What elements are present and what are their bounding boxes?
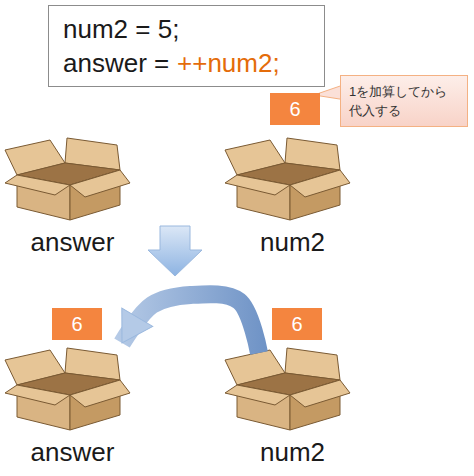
variable-name: num2 xyxy=(225,227,360,257)
variable-box: answer xyxy=(5,135,140,257)
value-text: 6 xyxy=(270,93,320,125)
value-badge: 6 xyxy=(52,308,102,340)
cardboard-box xyxy=(225,348,350,430)
code-box: num2 = 5; answer = ++num2; xyxy=(48,5,325,87)
cardboard-box xyxy=(5,348,130,430)
variable-name: num2 xyxy=(225,437,360,467)
variable-name: answer xyxy=(5,227,140,257)
variable-box: num2 xyxy=(225,345,360,467)
variable-box: answer xyxy=(5,345,140,467)
code-line: num2 = 5; xyxy=(63,12,310,46)
value-text: 6 xyxy=(272,308,322,340)
value-badge: 6 xyxy=(272,308,322,340)
value-badge: 6 xyxy=(270,93,320,125)
code-line: answer = ++num2; xyxy=(63,46,310,80)
transfer-arrow xyxy=(122,294,259,353)
callout-note: 1を加算してから 代入する xyxy=(340,75,468,127)
code-text: ++num2; xyxy=(177,48,280,78)
down-arrow xyxy=(148,226,202,276)
variable-name: answer xyxy=(5,437,140,467)
code-text: num2 = 5; xyxy=(63,14,179,44)
variable-box: num2 xyxy=(225,135,360,257)
cardboard-box xyxy=(225,138,350,220)
cardboard-box xyxy=(5,138,130,220)
code-text: answer = xyxy=(63,48,169,78)
value-text: 6 xyxy=(52,308,102,340)
note-text: 1を加算してから 代入する xyxy=(349,82,459,120)
